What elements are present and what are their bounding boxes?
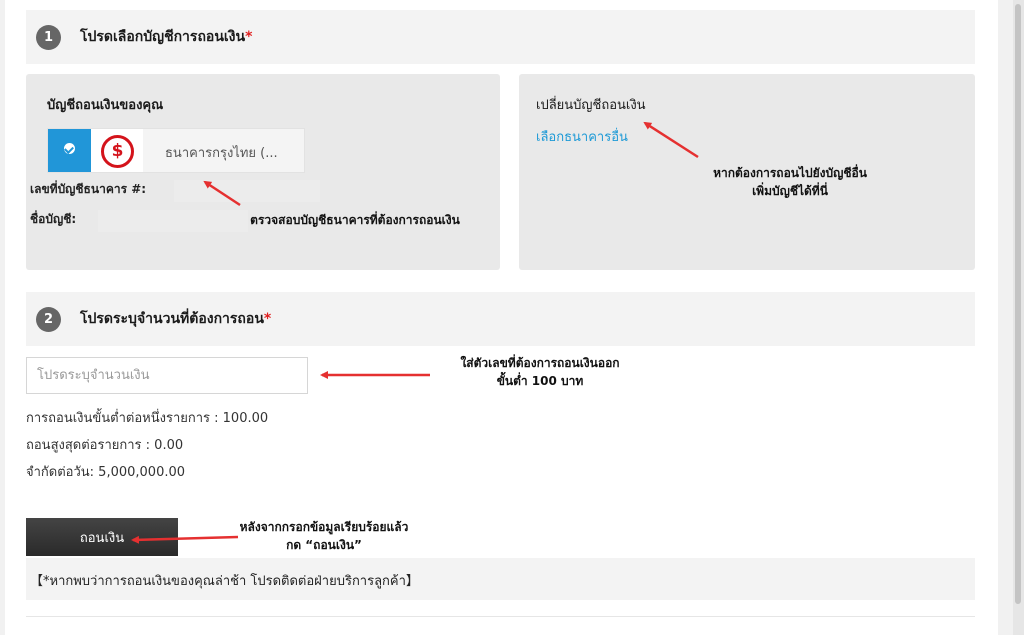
delay-notice: 【*หากพบว่าการถอนเงินของคุณล่าช้า โปรดติด… [26, 558, 975, 600]
annotation-amount-line1: ใส่ตัวเลขที่ต้องการถอนเงินออก [460, 356, 620, 370]
account-name-label: ชื่อบัญชี: [30, 212, 77, 226]
annotation-other-bank-line1: หากต้องการถอนไปยังบัญชีอื่น [713, 166, 867, 180]
annotation-amount-line2: ขั้นต่ำ 100 บาท [496, 374, 584, 388]
bank-logo: $ [91, 129, 143, 172]
choose-other-bank-link[interactable]: เลือกธนาคารอื่น [536, 130, 628, 145]
annotation-button-line2: กด “ถอนเงิน” [286, 538, 362, 552]
delay-notice-text: 【*หากพบว่าการถอนเงินของคุณล่าช้า โปรดติด… [30, 574, 419, 589]
annotation-other-bank-line2: เพิ่มบัญชีได้ที่นี่ [752, 184, 828, 198]
min-per-transaction: การถอนเงินขั้นต่ำต่อหนึ่งรายการ : 100.00 [26, 411, 269, 426]
dollar-circle-icon: $ [101, 135, 134, 168]
step2-number: 2 [36, 307, 61, 332]
account-name-value [98, 210, 248, 232]
scrollbar-thumb[interactable] [1015, 4, 1021, 604]
scrollbar[interactable] [1013, 0, 1024, 635]
step1-title-text: โปรดเลือกบัญชีการถอนเงิน [80, 29, 246, 45]
check-icon [48, 129, 91, 172]
account-panel-title: บัญชีถอนเงินของคุณ [47, 98, 164, 113]
annotation-button: หลังจากกรอกข้อมูลเรียบร้อยแล้ว กด “ถอนเง… [200, 518, 448, 554]
account-panel: บัญชีถอนเงินของคุณ $ ธนาคารกรุงไทย (... … [26, 74, 500, 270]
annotation-check-account: ตรวจสอบบัญชีธนาคารที่ต้องการถอนเงิน [250, 213, 460, 227]
required-mark: * [263, 311, 272, 327]
account-number-label: เลขที่บัญชีธนาคาร #: [30, 182, 147, 196]
account-number-value [174, 180, 320, 202]
withdraw-button[interactable]: ถอนเงิน [26, 518, 178, 556]
change-panel-title: เปลี่ยนบัญชีถอนเงิน [536, 98, 646, 113]
step2-header: 2 โปรดระบุจำนวนที่ต้องการถอน* [26, 292, 975, 346]
annotation-button-line1: หลังจากกรอกข้อมูลเรียบร้อยแล้ว [239, 520, 409, 534]
daily-limit: จำกัดต่อวัน: 5,000,000.00 [26, 465, 186, 480]
step2-title: โปรดระบุจำนวนที่ต้องการถอน* [80, 308, 271, 330]
annotation-other-bank: หากต้องการถอนไปยังบัญชีอื่น เพิ่มบัญชีได… [670, 164, 910, 200]
step1-header: 1 โปรดเลือกบัญชีการถอนเงิน* [26, 10, 975, 64]
step2-title-text: โปรดระบุจำนวนที่ต้องการถอน [80, 311, 264, 327]
step1-title: โปรดเลือกบัญชีการถอนเงิน* [80, 26, 252, 48]
annotation-amount: ใส่ตัวเลขที่ต้องการถอนเงินออก ขั้นต่ำ 10… [420, 354, 660, 390]
required-mark: * [245, 29, 253, 45]
divider [26, 616, 975, 617]
bank-account-chip[interactable]: $ ธนาคารกรุงไทย (... [47, 128, 305, 173]
amount-input[interactable] [26, 357, 308, 394]
change-account-panel: เปลี่ยนบัญชีถอนเงิน เลือกธนาคารอื่น [519, 74, 975, 270]
bank-name: ธนาคารกรุงไทย (... [165, 146, 278, 161]
max-per-transaction: ถอนสูงสุดต่อรายการ : 0.00 [26, 438, 184, 453]
step1-number: 1 [36, 25, 61, 50]
